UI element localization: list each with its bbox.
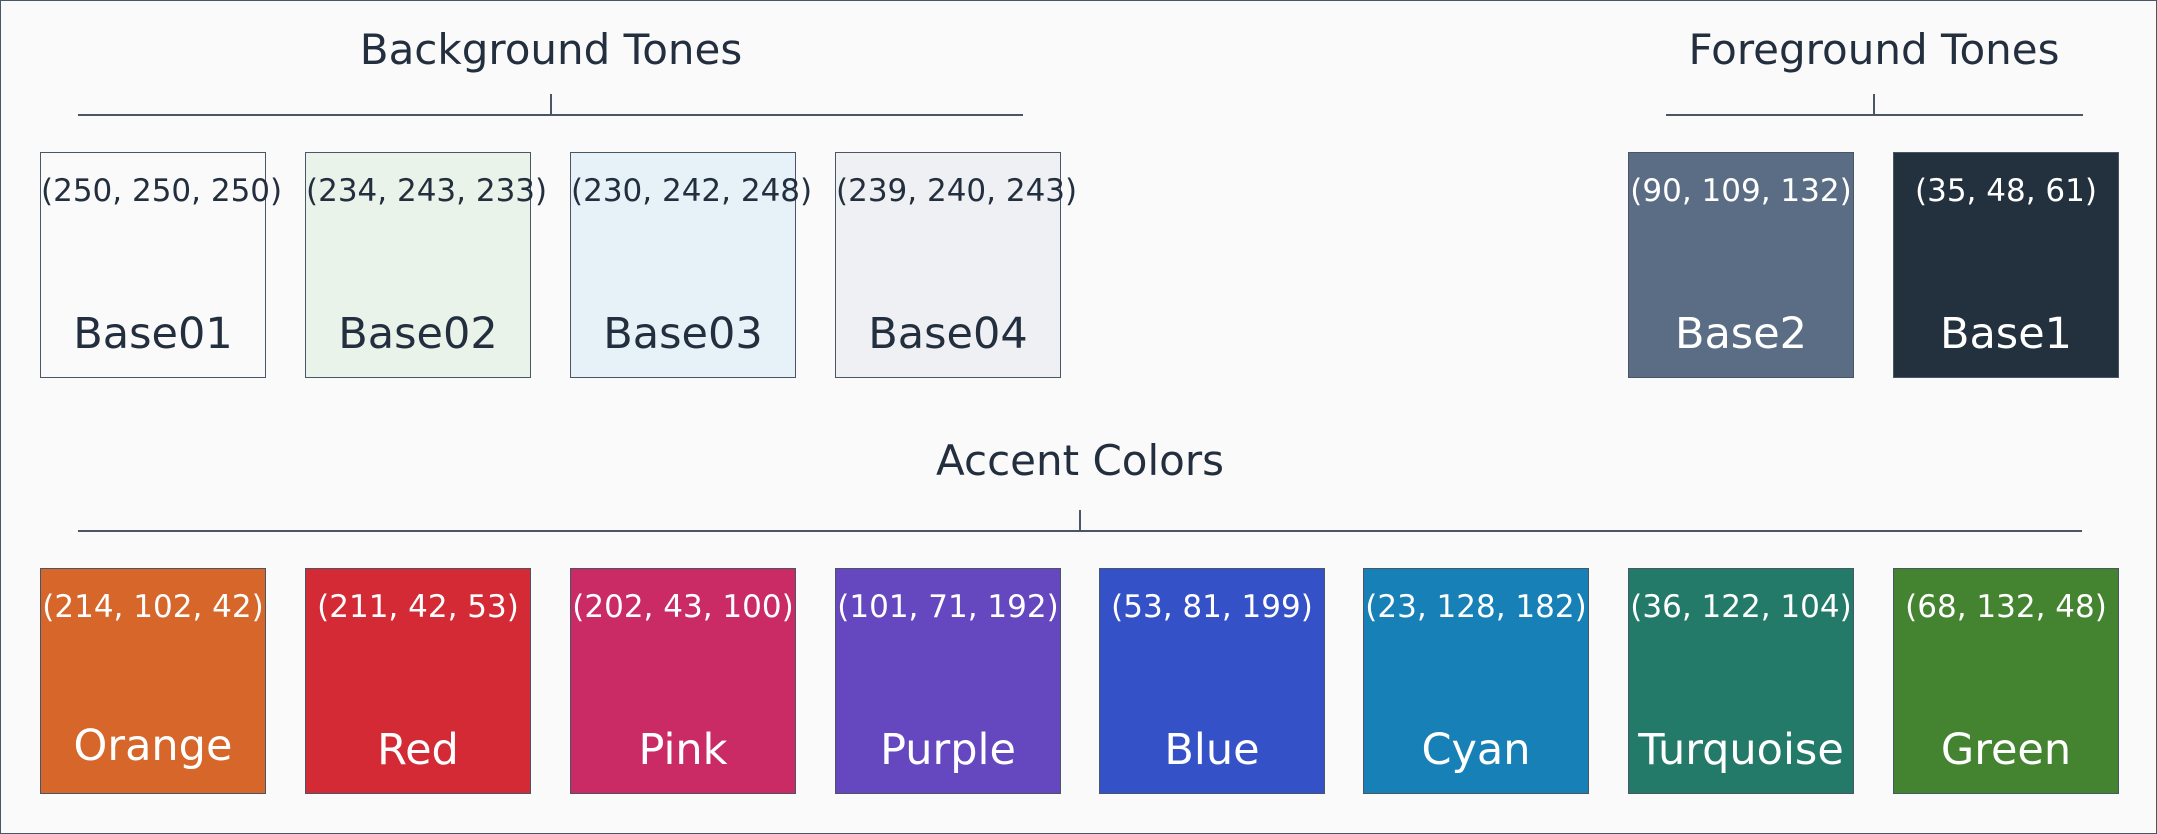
swatch-name: Base02 — [338, 309, 498, 359]
accent-colors-title: Accent Colors — [936, 436, 1224, 485]
swatch-rgb-value: (239, 240, 243) — [836, 173, 1078, 209]
swatch-name: Orange — [73, 721, 233, 771]
accent-colors-bracket — [78, 507, 2082, 532]
swatch-turquoise: (36, 122, 104) Turquoise — [1628, 568, 1854, 794]
swatch-rgb-value: (36, 122, 104) — [1630, 589, 1852, 625]
swatch-purple: (101, 71, 192) Purple — [835, 568, 1061, 794]
swatch-blue: (53, 81, 199) Blue — [1099, 568, 1325, 794]
swatch-rgb-value: (90, 109, 132) — [1630, 173, 1852, 209]
swatch-pink: (202, 43, 100) Pink — [570, 568, 796, 794]
swatch-rgb-value: (211, 42, 53) — [317, 589, 519, 625]
swatch-base01: (250, 250, 250) Base01 — [40, 152, 283, 378]
background-tones-bracket — [78, 91, 1023, 116]
swatch-rgb-value: (23, 128, 182) — [1365, 589, 1587, 625]
swatch-rgb-value: (250, 250, 250) — [41, 173, 283, 209]
swatch-rgb-value: (202, 43, 100) — [572, 589, 794, 625]
swatch-name: Purple — [880, 725, 1016, 775]
swatch-cyan: (23, 128, 182) Cyan — [1363, 568, 1589, 794]
swatch-name: Turquoise — [1638, 725, 1844, 775]
swatch-name: Pink — [638, 725, 728, 775]
swatch-green: (68, 132, 48) Green — [1893, 568, 2119, 794]
foreground-tones-title: Foreground Tones — [1688, 25, 2060, 74]
swatch-base04: (239, 240, 243) Base04 — [835, 152, 1078, 378]
swatch-rgb-value: (53, 81, 199) — [1111, 589, 1313, 625]
background-tones-title: Background Tones — [359, 25, 743, 74]
swatch-rgb-value: (230, 242, 248) — [571, 173, 813, 209]
swatch-rgb-value: (214, 102, 42) — [42, 589, 264, 625]
swatch-base1: (35, 48, 61) Base1 — [1893, 152, 2119, 378]
swatch-name: Blue — [1164, 725, 1260, 775]
swatch-name: Base04 — [868, 309, 1028, 359]
swatch-name: Red — [377, 725, 459, 775]
foreground-tones-bracket — [1666, 91, 2083, 116]
swatch-rgb-value: (68, 132, 48) — [1905, 589, 2107, 625]
swatch-base2: (90, 109, 132) Base2 — [1628, 152, 1854, 378]
swatch-rgb-value: (35, 48, 61) — [1915, 173, 2097, 209]
swatch-name: Cyan — [1421, 725, 1531, 775]
swatch-red: (211, 42, 53) Red — [305, 568, 531, 794]
swatch-name: Base1 — [1939, 309, 2073, 359]
swatch-orange: (214, 102, 42) Orange — [40, 568, 266, 794]
swatch-name: Green — [1940, 725, 2072, 775]
swatch-base03: (230, 242, 248) Base03 — [570, 152, 813, 378]
swatch-name: Base2 — [1674, 309, 1808, 359]
swatch-base02: (234, 243, 233) Base02 — [305, 152, 548, 378]
swatch-name: Base01 — [73, 309, 233, 359]
swatch-rgb-value: (101, 71, 192) — [837, 589, 1059, 625]
swatch-rgb-value: (234, 243, 233) — [306, 173, 548, 209]
swatch-name: Base03 — [603, 309, 763, 359]
